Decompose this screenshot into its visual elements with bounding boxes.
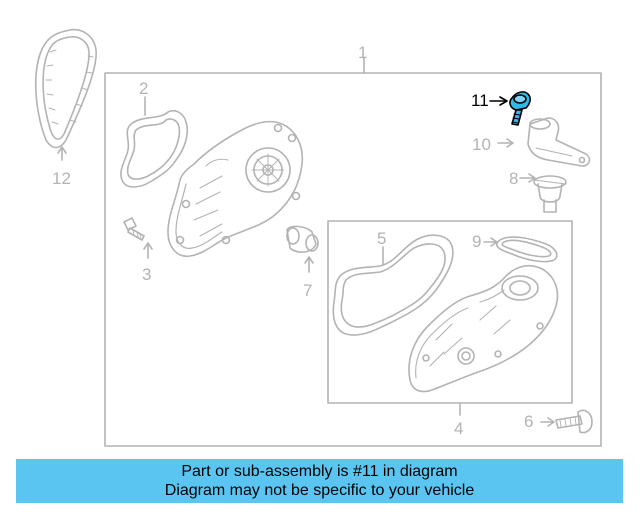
- banner-line-1: Part or sub-assembly is #11 in diagram: [181, 463, 458, 480]
- gasket-5: [332, 234, 454, 336]
- bolt-11: [489, 91, 531, 126]
- assembly-frame: [104, 72, 602, 447]
- callout-10: 10: [472, 135, 491, 154]
- callout-1: 1: [358, 43, 368, 62]
- subassembly-frame: [327, 220, 573, 404]
- callout-3: 3: [142, 265, 152, 284]
- bolt-6: [540, 409, 593, 434]
- banner-line-2: Diagram may not be specific to your vehi…: [164, 482, 475, 499]
- thermostat-8: [519, 173, 567, 213]
- thermostat-housing: [408, 264, 559, 393]
- callout-4: 4: [454, 419, 464, 438]
- drive-belt: [34, 28, 97, 161]
- bolt-3: [123, 217, 153, 259]
- callout-5: 5: [377, 229, 387, 248]
- gasket-2: [120, 96, 189, 188]
- callout-11: 11: [471, 91, 489, 110]
- callout-9: 9: [472, 232, 482, 251]
- callout-8: 8: [509, 169, 519, 188]
- water-outlet-10: [497, 117, 591, 167]
- seal-7: [286, 225, 319, 273]
- callout-2: 2: [139, 79, 149, 98]
- water-pump-housing: [167, 120, 304, 257]
- callout-12: 12: [52, 169, 71, 188]
- info-banner: Part or sub-assembly is #11 in diagram D…: [16, 459, 623, 503]
- callout-6: 6: [524, 412, 534, 431]
- callout-7: 7: [303, 281, 313, 300]
- gasket-9: [483, 236, 558, 263]
